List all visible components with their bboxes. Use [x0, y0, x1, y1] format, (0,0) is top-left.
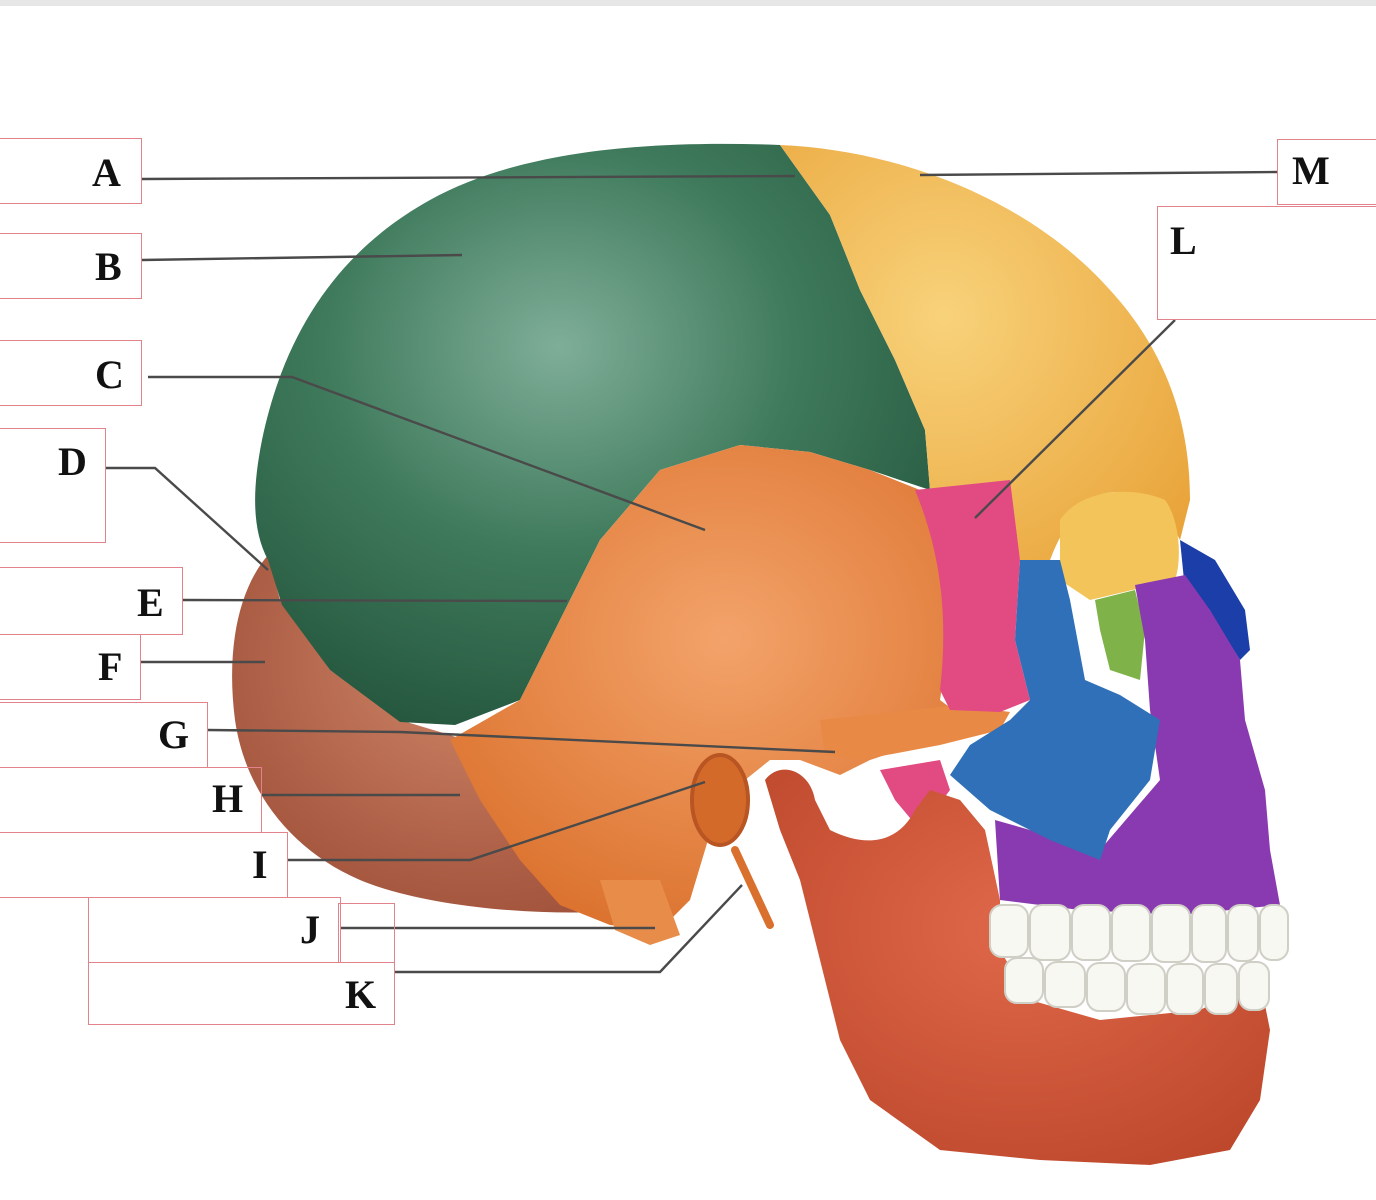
leader-B — [141, 253, 463, 262]
orbit — [1060, 491, 1179, 600]
zygomatic-bone — [950, 560, 1160, 860]
nasal-bone — [1180, 540, 1250, 660]
label-box-B[interactable] — [0, 233, 142, 299]
parietal-bone — [255, 143, 930, 725]
frontal-bone — [780, 145, 1190, 575]
label-I: I — [252, 842, 268, 887]
top-border — [0, 0, 1376, 6]
leader-L — [974, 319, 1176, 519]
label-box-I[interactable] — [0, 832, 288, 898]
label-H: H — [212, 776, 244, 821]
leader-I — [288, 780, 706, 862]
zygomatic-process — [820, 705, 1010, 760]
label-E: E — [137, 580, 164, 625]
lacrimal-bone — [1095, 590, 1145, 680]
leader-E — [182, 598, 568, 603]
ear-canal — [690, 753, 750, 847]
label-box-D[interactable] — [0, 428, 106, 543]
upper-teeth — [989, 904, 1289, 963]
label-G: G — [158, 712, 190, 757]
label-J: J — [300, 907, 320, 952]
lower-teeth — [1004, 957, 1270, 1015]
label-box-F[interactable] — [0, 634, 141, 700]
label-L: L — [1170, 218, 1197, 263]
temporal-bone — [450, 445, 1000, 930]
leader-G — [207, 728, 836, 754]
label-A: A — [92, 150, 121, 195]
label-B: B — [95, 244, 122, 289]
label-box-L[interactable] — [1157, 206, 1376, 320]
leader-C — [148, 375, 706, 532]
label-K: K — [345, 972, 377, 1017]
leader-K — [395, 884, 743, 974]
maxilla-bone — [995, 575, 1280, 915]
label-D: D — [58, 439, 87, 484]
mandible-bone — [765, 769, 1270, 1165]
label-box-K[interactable] — [88, 962, 395, 1025]
label-M: M — [1292, 148, 1330, 193]
label-F: F — [98, 644, 123, 689]
label-box-A[interactable] — [0, 138, 142, 204]
leader-D — [106, 466, 269, 571]
leader-M — [919, 170, 1279, 177]
sphenoid-bone — [915, 480, 1030, 712]
label-box-M[interactable] — [1277, 139, 1376, 205]
leader-A — [141, 174, 796, 181]
styloid-process — [731, 846, 774, 929]
label-box-J-tab — [338, 903, 395, 963]
leader-lines — [106, 170, 1279, 974]
label-box-C[interactable] — [0, 340, 142, 406]
label-C: C — [95, 352, 124, 397]
